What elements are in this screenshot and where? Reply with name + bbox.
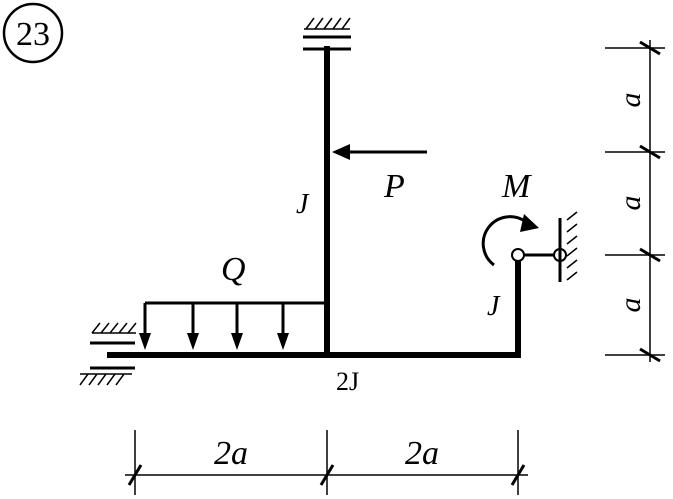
dim-horizontal-2: 2a [405,435,439,472]
problem-number-badge: 23 [2,2,64,64]
horizontal-dimension [125,430,528,495]
problem-number: 23 [16,16,50,53]
dim-horizontal-1: 2a [214,435,248,472]
dim-vertical-3: a [614,298,647,313]
dim-vertical-2: a [614,196,647,211]
dim-vertical-1: a [614,93,647,108]
moment-M-arrow [481,214,539,267]
left-support [79,322,137,386]
stiffness-right-label: J [487,291,501,322]
hinge-left [511,248,525,262]
moment-M-label: M [501,168,532,205]
vertical-dimension [605,40,665,363]
distributed-load [139,301,327,350]
right-wall-support [558,211,578,282]
top-fixed-support [303,17,351,51]
load-Q-label: Q [221,251,246,288]
stiffness-vertical-label: J [296,189,310,220]
force-P-arrow [332,144,427,160]
force-P-label: P [383,168,405,205]
stiffness-bottom-label: 2J [336,367,359,396]
